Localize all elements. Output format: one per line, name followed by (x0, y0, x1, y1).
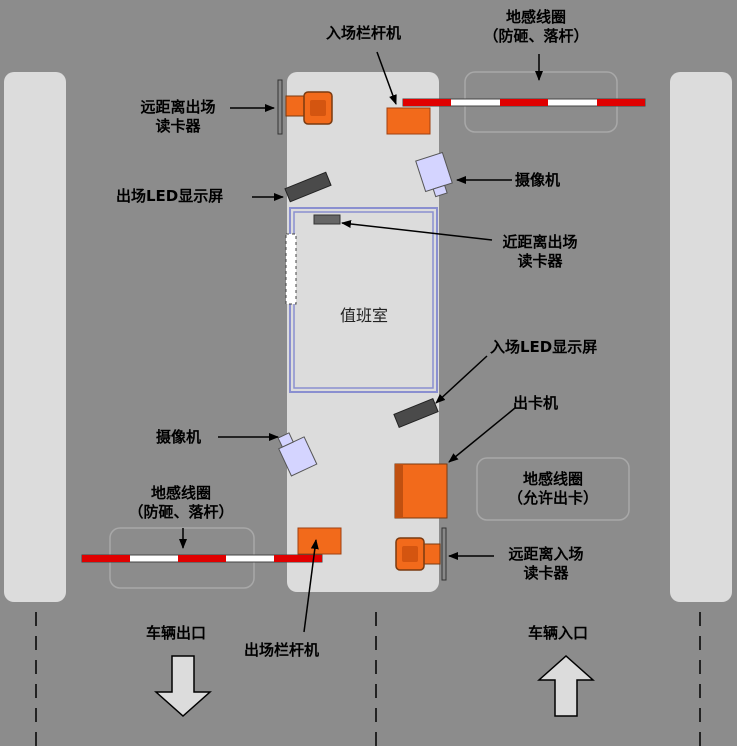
callout-near-exit-reader (341, 220, 493, 241)
label-ground-loop-top: 地感线圈（防砸、落杆） (483, 8, 589, 45)
callout-entry-barrier (376, 51, 397, 105)
callout-exit-barrier (303, 539, 319, 633)
label-far-exit-reader: 远距离出场读卡器 (140, 98, 216, 135)
right-curb (670, 72, 732, 602)
label-exit-barrier: 出场栏杆机 (244, 641, 320, 659)
entry-direction-arrow (537, 654, 595, 717)
entry-led-display (393, 397, 439, 429)
window-strip (285, 233, 297, 305)
entry-barrier-box (386, 107, 431, 135)
label-ground-loop-bottom: 地感线圈（防砸、落杆） (128, 484, 234, 521)
far-entry-reader (395, 527, 447, 581)
ground-loop-right (476, 457, 630, 521)
label-exit-led: 出场LED显示屏 (116, 187, 224, 205)
exit-led-display (284, 171, 332, 203)
camera-top (415, 151, 453, 198)
camera-bottom (277, 432, 318, 477)
card-dispenser (394, 463, 448, 519)
label-vehicle-entry: 车辆入口 (528, 624, 589, 642)
label-far-entry-reader: 远距离入场读卡器 (508, 545, 584, 582)
callout-card-dispenser (448, 407, 516, 463)
far-exit-reader (277, 79, 333, 135)
exit-direction-arrow (154, 655, 212, 718)
exit-barrier-arm (81, 554, 323, 563)
label-entry-led: 入场LED显示屏 (490, 338, 598, 356)
near-exit-reader (313, 214, 341, 225)
label-ground-loop-right: 地感线圈（允许出卡） (507, 470, 598, 507)
entry-barrier-arm (402, 98, 646, 107)
label-camera-top: 摄像机 (515, 171, 561, 189)
callout-entry-led (435, 355, 488, 404)
label-camera-bottom: 摄像机 (156, 428, 202, 446)
label-duty-room: 值班室 (340, 306, 389, 325)
label-card-dispenser: 出卡机 (513, 394, 559, 412)
exit-barrier-box (297, 527, 342, 555)
left-curb (4, 72, 66, 602)
label-vehicle-exit: 车辆出口 (146, 624, 207, 642)
label-entry-barrier: 入场栏杆机 (326, 24, 402, 42)
duty-room-inner (293, 211, 434, 389)
label-near-exit-reader: 近距离出场读卡器 (502, 233, 578, 270)
